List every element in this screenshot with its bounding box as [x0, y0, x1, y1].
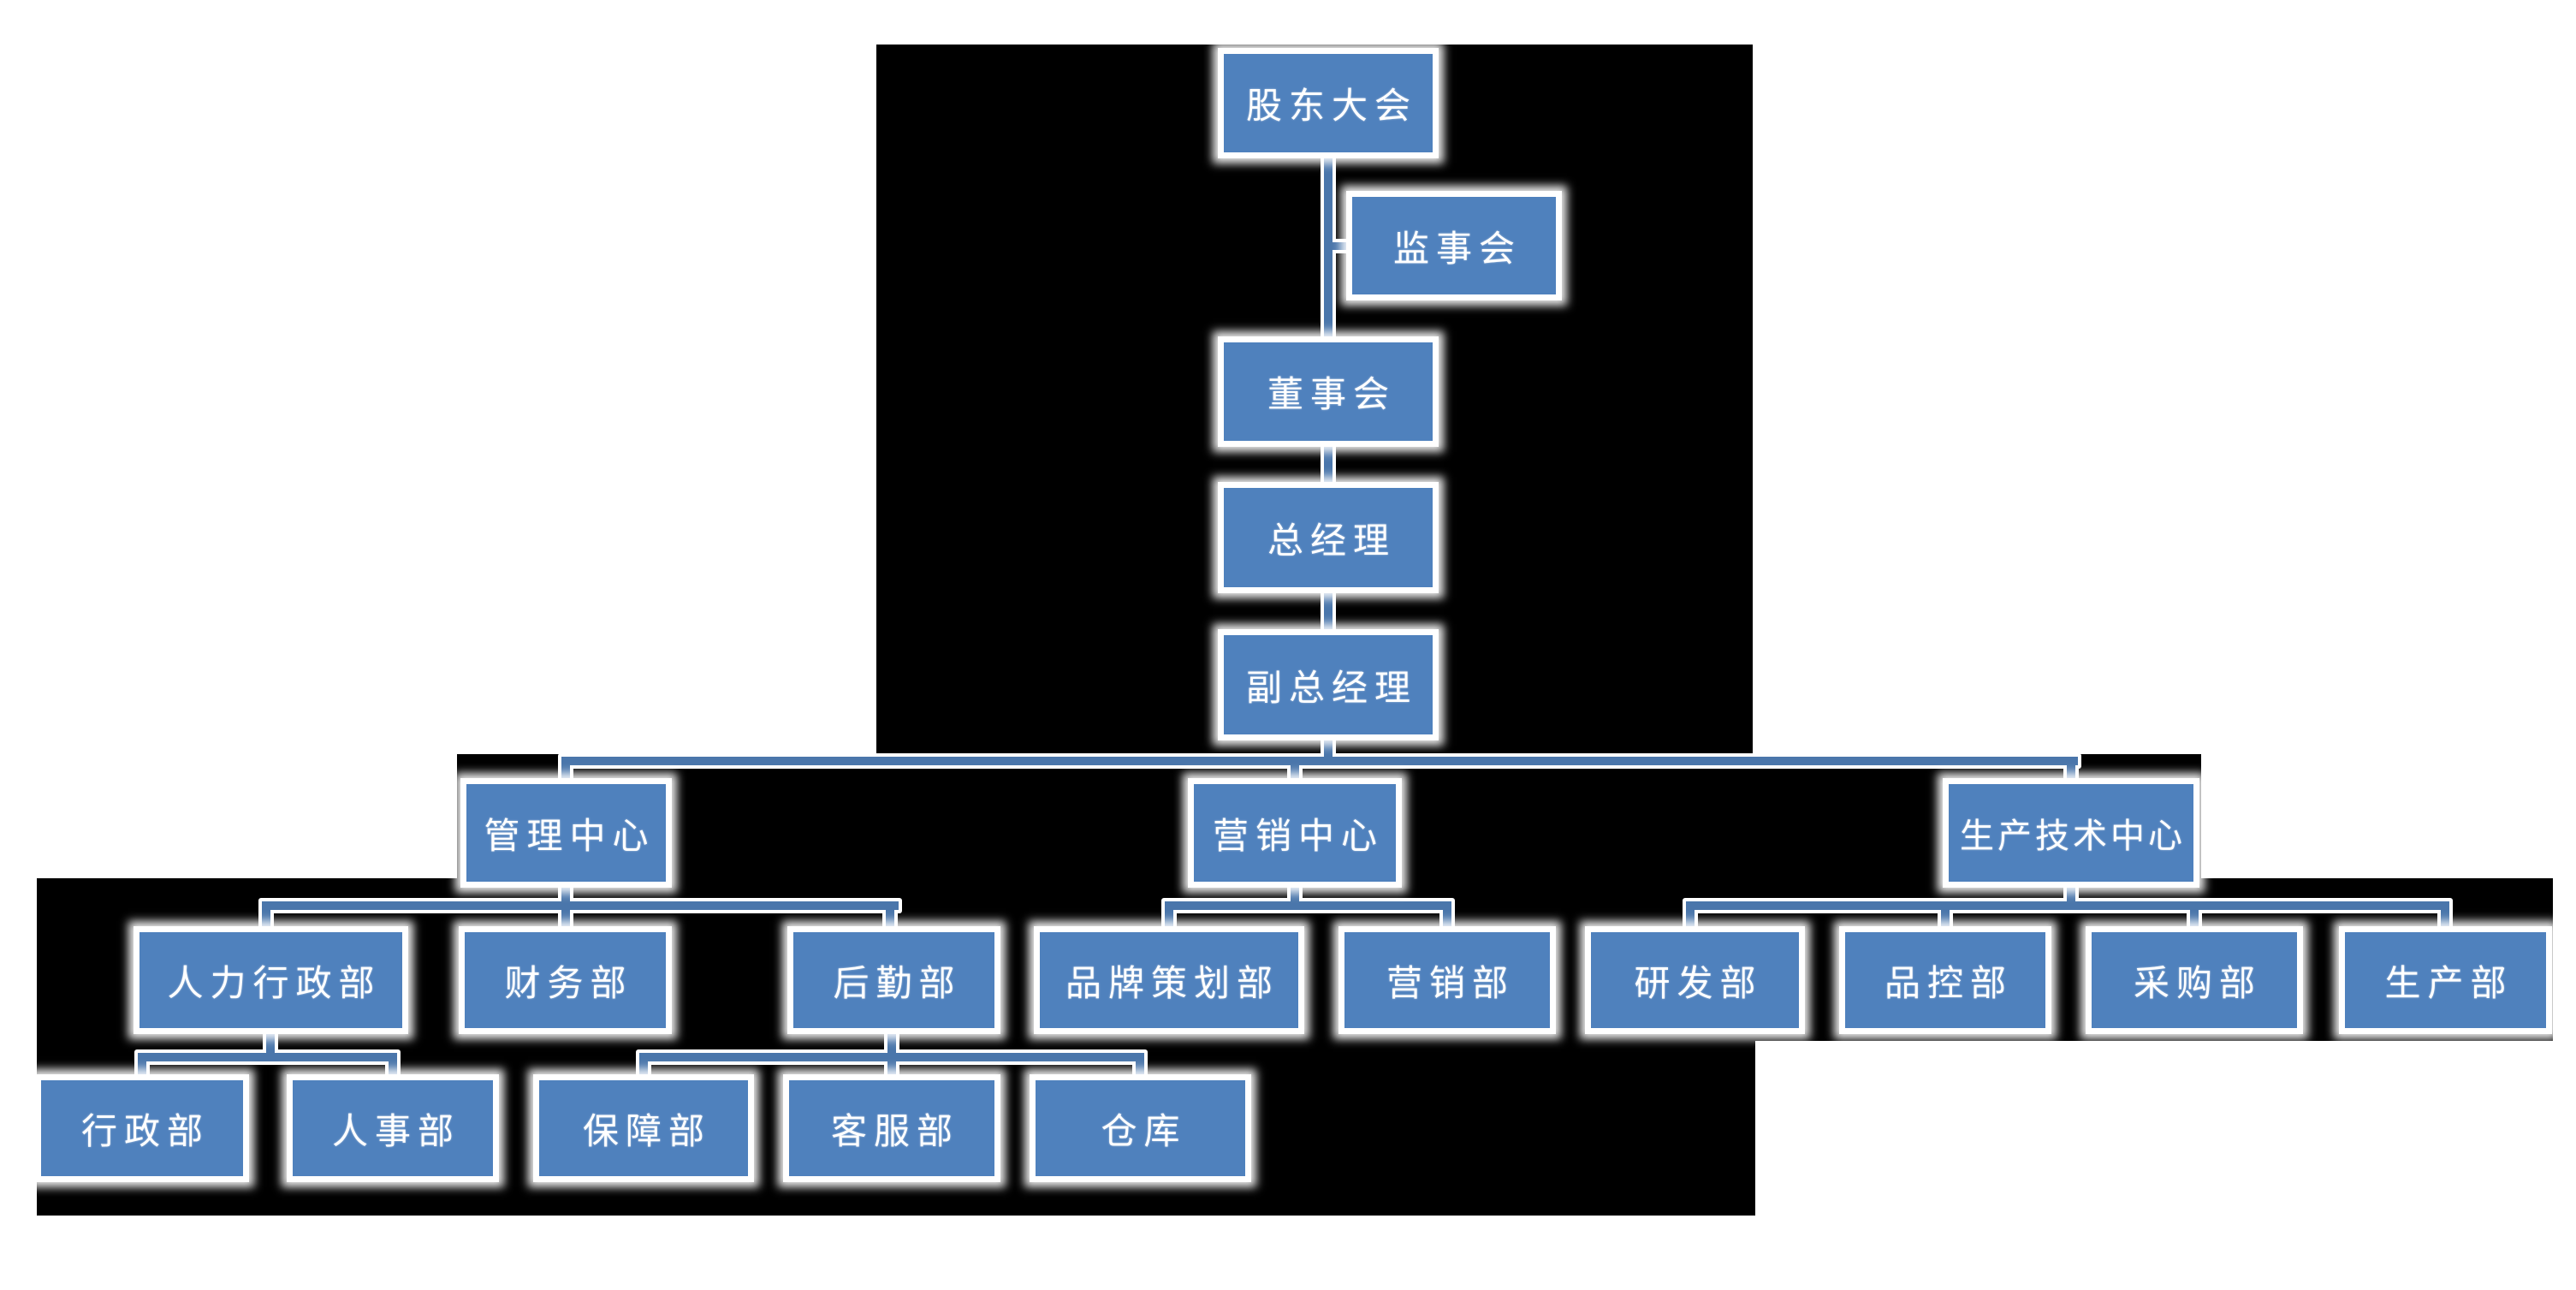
org-node-general-manager[interactable]: 总经理 [1218, 482, 1439, 593]
connector-segment [1291, 760, 1299, 788]
connector-segment [1165, 905, 1173, 937]
connector-segment [2067, 880, 2075, 909]
org-node-hr-admin-dept[interactable]: 人力行政部 [134, 926, 408, 1034]
org-node-customer-service-dept[interactable]: 客服部 [783, 1074, 1000, 1182]
connector-segment [1443, 905, 1451, 937]
connector-segment [1165, 901, 1451, 910]
connector-segment [561, 760, 570, 788]
connector-segment [2067, 760, 2075, 788]
org-node-rnd-dept[interactable]: 研发部 [1585, 926, 1805, 1034]
org-node-deputy-general-manager[interactable]: 副总经理 [1218, 629, 1439, 740]
connector-segment [1686, 905, 1695, 937]
org-node-support-dept[interactable]: 保障部 [533, 1074, 754, 1182]
org-node-quality-control-dept[interactable]: 品控部 [1839, 926, 2051, 1034]
org-node-purchasing-dept[interactable]: 采购部 [2086, 926, 2303, 1034]
connector-segment [639, 1053, 1144, 1061]
org-node-brand-planning-dept[interactable]: 品牌策划部 [1034, 926, 1304, 1034]
connector-segment [639, 1056, 648, 1085]
connector-segment [561, 757, 2078, 765]
connector-segment [1324, 585, 1333, 639]
connector-segment [1136, 1056, 1144, 1085]
connector-segment [138, 1056, 146, 1085]
connector-segment [262, 905, 270, 937]
connector-segment [1328, 242, 1357, 250]
connector-segment [1324, 438, 1333, 491]
connector-segment [138, 1053, 397, 1061]
org-node-production-dept[interactable]: 生产部 [2339, 926, 2552, 1034]
org-node-personnel-dept[interactable]: 人事部 [287, 1074, 499, 1182]
connector-segment [389, 1056, 397, 1085]
connector-segment [1686, 901, 2449, 910]
connector-segment [2441, 905, 2449, 937]
org-node-marketing-dept[interactable]: 营销部 [1338, 926, 1556, 1034]
org-node-production-tech-center[interactable]: 生产技术中心 [1943, 778, 2199, 888]
org-node-warehouse[interactable]: 仓库 [1030, 1074, 1251, 1182]
org-node-management-center[interactable]: 管理中心 [460, 778, 672, 888]
org-node-supervisory-board[interactable]: 监事会 [1346, 191, 1562, 300]
org-node-marketing-center[interactable]: 营销中心 [1188, 778, 1402, 888]
org-node-board-of-directors[interactable]: 董事会 [1218, 336, 1439, 447]
connector-segment [2190, 905, 2199, 937]
connector-segment [1291, 880, 1299, 909]
org-node-logistics-dept[interactable]: 后勤部 [787, 926, 1000, 1034]
connector-segment [886, 905, 894, 937]
connector-segment [262, 901, 899, 910]
org-node-finance-dept[interactable]: 财务部 [459, 926, 672, 1034]
connector-segment [1941, 905, 1950, 937]
connector-segment [1324, 732, 1333, 761]
org-node-administration-dept[interactable]: 行政部 [35, 1074, 249, 1182]
connector-segment [266, 1028, 275, 1061]
org-node-shareholders-meeting[interactable]: 股东大会 [1218, 48, 1439, 158]
